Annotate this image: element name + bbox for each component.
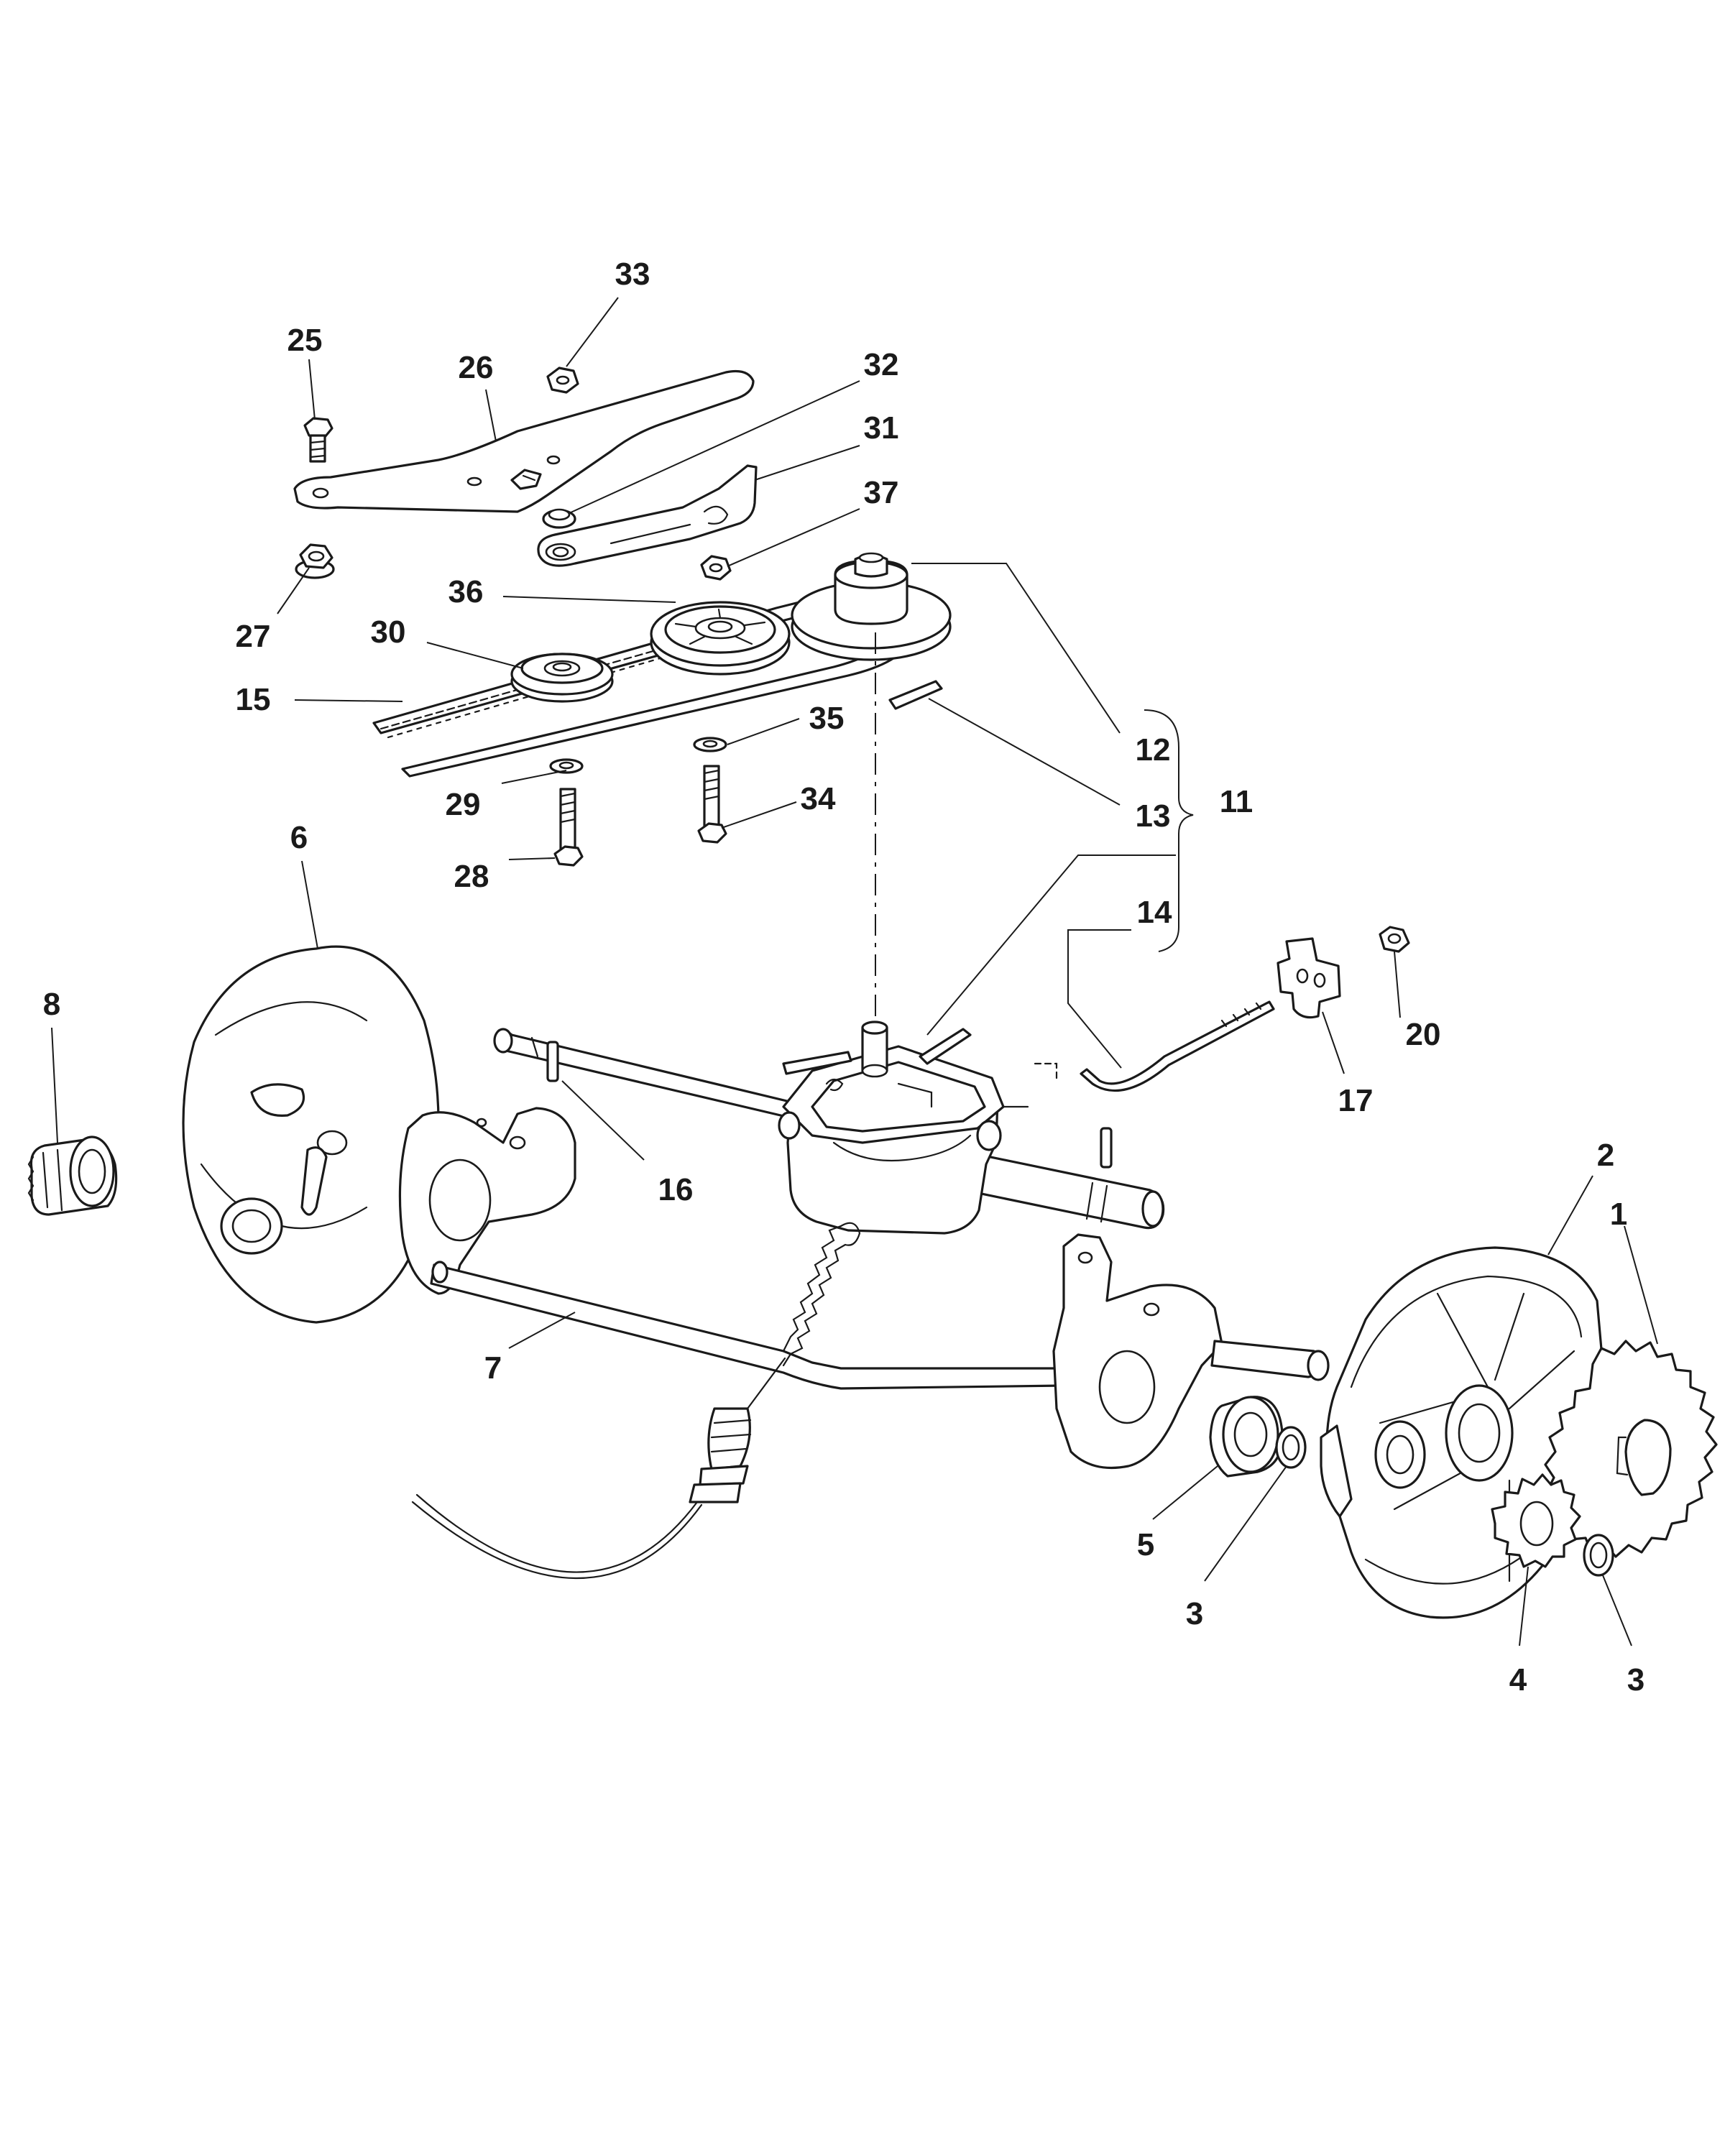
callout-17: 17 <box>1338 1083 1374 1118</box>
part-3-circlip-right <box>1583 1534 1614 1577</box>
callout-5: 5 <box>1137 1527 1154 1562</box>
callout-4: 4 <box>1509 1662 1527 1697</box>
part-6-wheel-cover <box>182 945 440 1324</box>
part-1-gear <box>1544 1340 1718 1558</box>
callout-13: 13 <box>1136 798 1171 834</box>
callout-36: 36 <box>448 574 484 609</box>
callout-31: 31 <box>864 410 899 446</box>
callout-2: 2 <box>1597 1138 1614 1173</box>
part-right-bracket <box>1052 1233 1330 1470</box>
part-26-bracket-plate <box>293 369 755 513</box>
part-14-rod <box>1080 1000 1275 1092</box>
callout-20: 20 <box>1406 1017 1441 1052</box>
part-3-circlip-left <box>1275 1426 1307 1469</box>
callout-3-left: 3 <box>1186 1596 1203 1631</box>
callout-8: 8 <box>43 987 60 1022</box>
part-37-nut <box>700 555 732 581</box>
callout-28: 28 <box>454 859 489 894</box>
callout-7: 7 <box>484 1350 502 1386</box>
callout-26: 26 <box>459 350 494 385</box>
part-34-bolt <box>697 765 727 844</box>
callout-11: 11 <box>1220 784 1254 819</box>
part-35-washer <box>693 737 727 752</box>
part-17-clip <box>1276 937 1341 1019</box>
part-30-idler-pulley <box>510 653 614 703</box>
callout-27: 27 <box>236 619 271 654</box>
callout-6: 6 <box>290 820 308 855</box>
part-20-nut <box>1379 926 1410 953</box>
part-33-nut <box>546 367 579 394</box>
callout-33: 33 <box>615 257 650 292</box>
callout-25: 25 <box>288 323 323 358</box>
part-4-pinion-gear <box>1491 1473 1581 1568</box>
callout-15: 15 <box>236 682 271 717</box>
callout-29: 29 <box>446 787 481 822</box>
part-31-lever-arm <box>537 464 758 567</box>
callout-34: 34 <box>801 781 836 816</box>
callout-37: 37 <box>864 475 899 510</box>
part-cable-spring <box>411 1222 861 1579</box>
callout-14: 14 <box>1137 895 1172 930</box>
part-28-bolt <box>553 788 584 867</box>
callout-35: 35 <box>809 701 845 736</box>
leader-lines <box>51 297 1658 1646</box>
part-7-cross-bar <box>430 1261 1094 1393</box>
part-pin-right <box>1100 1127 1113 1169</box>
part-5-bearing <box>1209 1396 1284 1478</box>
part-32-collar <box>542 508 576 529</box>
part-11-gearbox <box>778 1021 1058 1235</box>
callout-12: 12 <box>1136 732 1171 768</box>
part-27-flange-nut <box>295 543 335 579</box>
part-29-washer <box>549 758 584 774</box>
part-left-bracket <box>398 1107 576 1295</box>
group-11-brace <box>1144 709 1194 952</box>
callout-labels: 33 25 26 32 31 37 36 27 30 15 35 12 13 1… <box>43 257 1644 1697</box>
part-25-bolt <box>303 417 334 463</box>
callout-32: 32 <box>864 347 899 382</box>
part-12-drive-pulley <box>791 552 952 661</box>
part-axle-shaft <box>493 1028 1165 1230</box>
part-16-pin <box>546 1041 559 1082</box>
part-36-pulley <box>650 601 791 676</box>
callout-1: 1 <box>1610 1197 1627 1232</box>
callout-16: 16 <box>658 1172 694 1207</box>
part-13-key <box>888 680 943 710</box>
callout-3-right: 3 <box>1627 1662 1644 1697</box>
part-8-gear-coupling <box>27 1135 118 1216</box>
callout-30: 30 <box>371 614 406 650</box>
